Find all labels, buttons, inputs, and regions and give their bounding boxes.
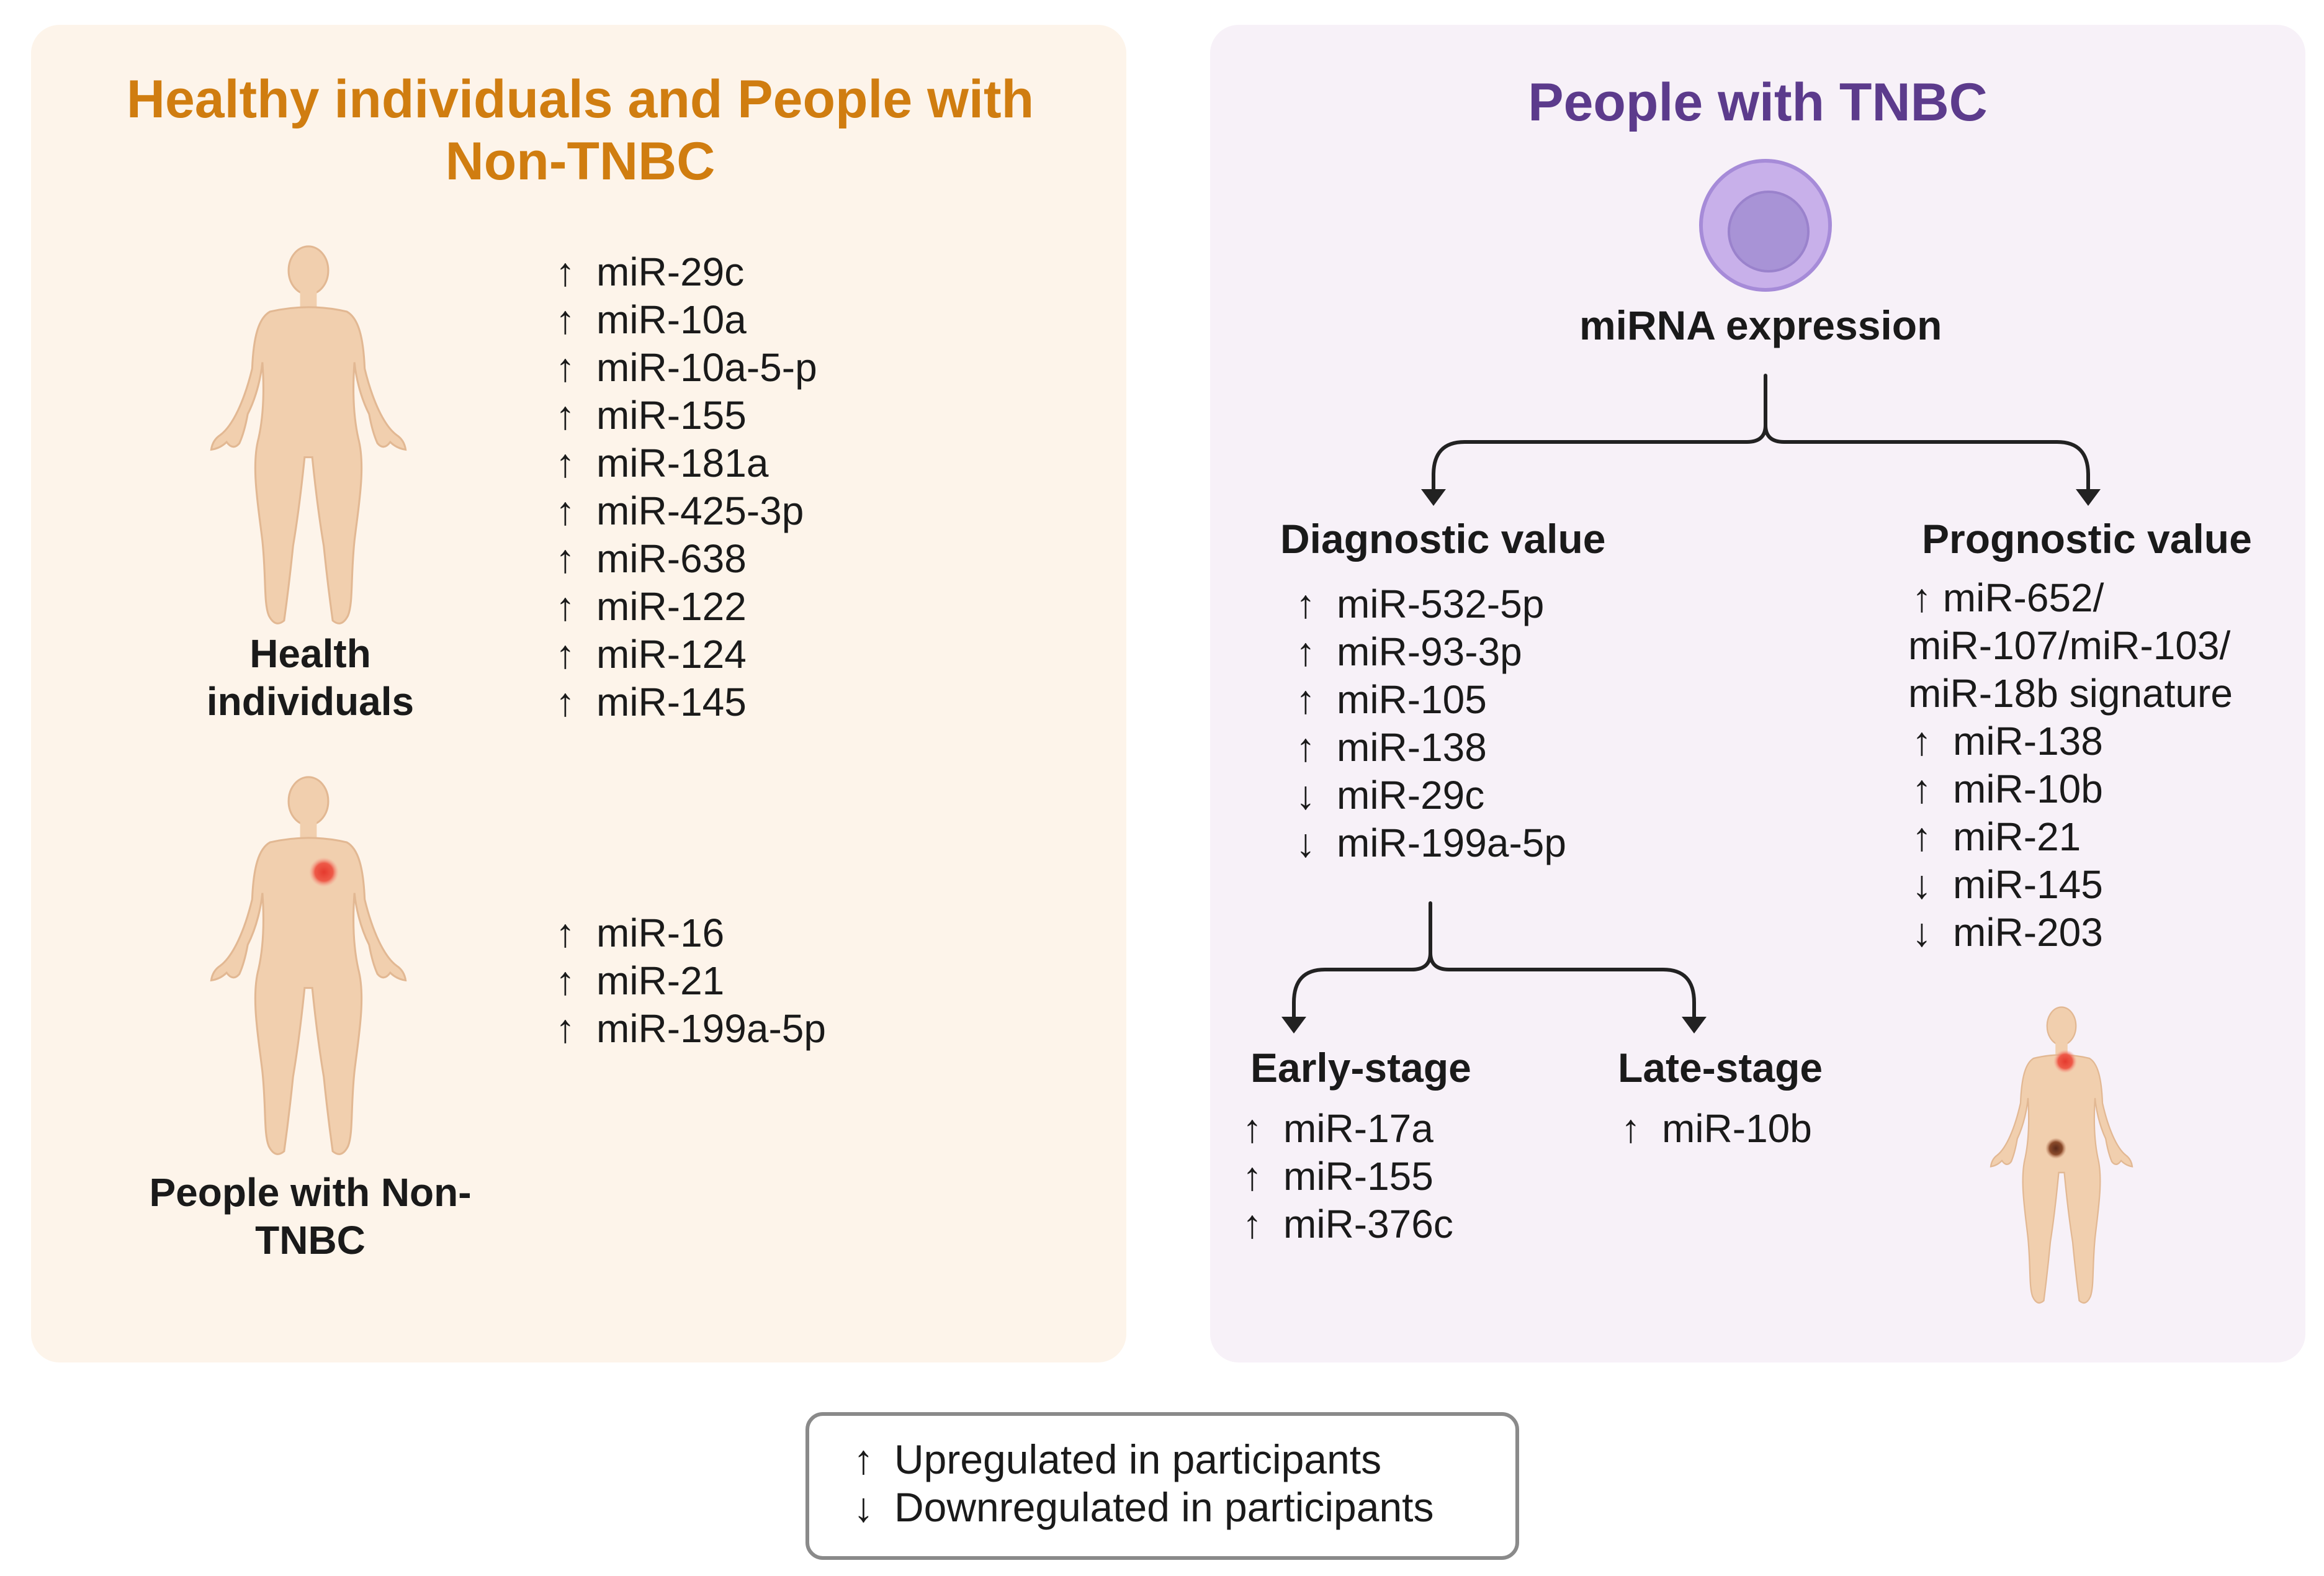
tnbc-breast-tumor-icon (2053, 1050, 2077, 1073)
list-item: ↑miR-105 (1296, 677, 1487, 722)
legend-list: ↑ Upregulated in participants ↓ Downregula… (853, 1436, 1434, 1531)
list-item: ↑miR-21 (1912, 814, 2081, 859)
diagnostic-mirna-list: ↑miR-532-5p ↑miR-93-3p ↑miR-105 ↑miR-138… (1296, 580, 1566, 867)
early-stage-mirna-list: ↑miR-17a ↑miR-155 ↑miR-376c (1242, 1105, 1453, 1248)
list-item: ↑miR-10b (1621, 1106, 1812, 1151)
non-tnbc-tumor-icon (309, 857, 339, 887)
list-item: ↑miR-10a-5-p (555, 345, 817, 390)
list-item: ↑miR-16 (555, 911, 725, 955)
prognostic-signature-line1: ↑ miR-652/ (1912, 575, 2104, 620)
legend-down: ↓ Downregulated in participants (853, 1484, 1434, 1531)
list-item: ↓miR-203 (1912, 910, 2103, 955)
non-tnbc-mirna-list: ↑miR-16 ↑miR-21 ↑miR-199a-5p (555, 909, 826, 1053)
non-tnbc-person-icon (210, 776, 407, 1155)
late-stage-mirna-list: ↑miR-10b (1621, 1105, 1812, 1153)
list-item: ↑miR-10a (555, 297, 747, 342)
healthy-mirna-list: ↑miR-29c ↑miR-10a ↑miR-10a-5-p ↑miR-155 … (555, 248, 817, 726)
list-item: ↑miR-199a-5p (555, 1006, 826, 1051)
prognostic-signature-line2: miR-107/miR-103/ (1908, 623, 2231, 668)
list-item: ↑miR-138 (1912, 719, 2103, 763)
list-item: ↑miR-122 (555, 584, 747, 629)
list-item: ↑miR-124 (555, 632, 747, 677)
down-arrow-icon: ↓ (853, 1484, 874, 1530)
list-item: ↑miR-29c (555, 250, 745, 294)
list-item: ↓miR-145 (1912, 862, 2103, 907)
list-item: ↑miR-155 (1242, 1154, 1433, 1199)
tree-arrowheads (1281, 489, 2101, 1033)
cell-icon (1699, 159, 1832, 292)
healthy-person-icon (210, 245, 407, 624)
left-title-line1: Healthy individuals and People with (126, 70, 1034, 129)
up-arrow-icon: ↑ (853, 1436, 874, 1482)
late-stage-heading: Late-stage (1618, 1045, 1823, 1091)
list-item: ↑miR-425-3p (555, 489, 804, 533)
list-item: ↑miR-145 (555, 680, 747, 724)
left-panel-title: Healthy individuals and People with Non-… (68, 68, 1092, 192)
list-item: ↓miR-199a-5p (1296, 821, 1566, 865)
healthy-label-line2: individuals (206, 679, 415, 724)
list-item: ↑miR-155 (555, 393, 747, 438)
legend-up: ↑ Upregulated in participants (853, 1436, 1434, 1484)
list-item: ↑miR-181a (555, 441, 769, 485)
left-title-line2: Non-TNBC (445, 132, 716, 191)
left-panel (31, 25, 1126, 1362)
prognostic-mirna-list: ↑ miR-652/ miR-107/miR-103/ miR-18b sign… (1908, 574, 2233, 957)
healthy-individuals-label: Health individuals (186, 630, 434, 726)
list-item: ↑miR-376c (1242, 1202, 1453, 1246)
non-tnbc-label-line1: People with Non- (149, 1170, 472, 1215)
list-item: ↑miR-10b (1912, 767, 2103, 811)
legend-up-text: Upregulated in participants (894, 1436, 1382, 1482)
legend-down-text: Downregulated in participants (894, 1484, 1434, 1530)
list-item: ↑miR-21 (555, 958, 725, 1003)
prognostic-value-heading: Prognostic value (1922, 516, 2252, 562)
tree-connectors (1292, 374, 2090, 1020)
mirna-expression-label: miRNA expression (1579, 302, 1942, 348)
non-tnbc-label: People with Non- TNBC (118, 1169, 503, 1264)
diagnostic-value-heading: Diagnostic value (1280, 516, 1606, 562)
healthy-label-line1: Health (249, 631, 371, 676)
legend-box (805, 1412, 1519, 1560)
list-item: ↑miR-532-5p (1296, 582, 1545, 626)
early-stage-heading: Early-stage (1250, 1045, 1471, 1091)
prognostic-signature-line3: miR-18b signature (1908, 671, 2233, 716)
tnbc-metastasis-icon (2045, 1138, 2066, 1159)
right-panel-title: People with TNBC (1528, 73, 1988, 132)
list-item: ↑miR-17a (1242, 1106, 1433, 1151)
list-item: ↑miR-638 (555, 536, 747, 581)
list-item: ↑miR-138 (1296, 725, 1487, 770)
non-tnbc-label-line2: TNBC (255, 1218, 366, 1263)
list-item: ↑miR-93-3p (1296, 629, 1522, 674)
list-item: ↓miR-29c (1296, 773, 1485, 817)
